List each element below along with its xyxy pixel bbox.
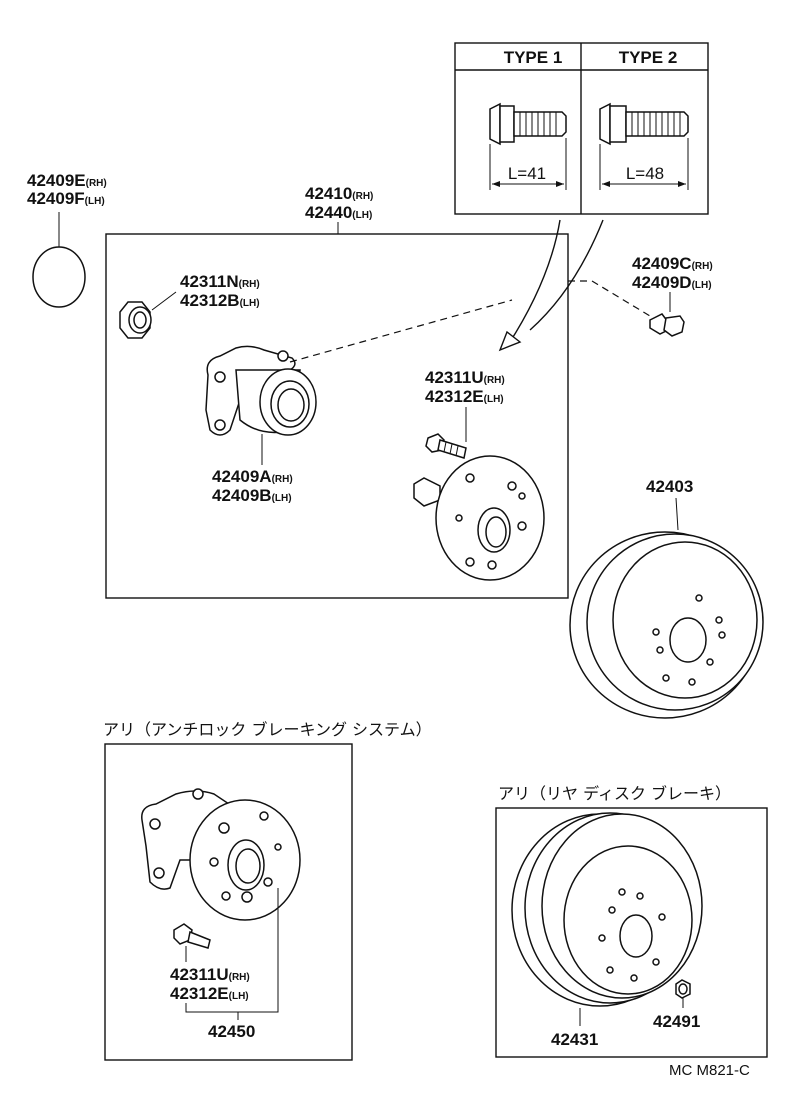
bolt-lh-number: 42409D bbox=[632, 273, 692, 292]
lh-suffix: (LH) bbox=[352, 210, 372, 221]
bolt-rh-number: 42409C bbox=[632, 254, 692, 273]
svg-text:42311U(RH): 42311U(RH) bbox=[170, 965, 250, 984]
nut-lh-number: 42312B bbox=[180, 291, 240, 310]
type2-length: L=48 bbox=[626, 164, 664, 183]
brake-disc: 42431 bbox=[511, 812, 703, 1049]
stud-type1-icon bbox=[489, 102, 567, 146]
rh-suffix: (RH) bbox=[239, 279, 260, 290]
rh-suffix: (RH) bbox=[484, 375, 505, 386]
rear-disc-box bbox=[495, 807, 768, 1058]
lh-suffix: (LH) bbox=[240, 298, 260, 309]
svg-text:42312B(LH): 42312B(LH) bbox=[180, 291, 260, 310]
disc-nut: 42491 bbox=[653, 979, 700, 1031]
bearing-rh-number: 42409A bbox=[212, 467, 272, 486]
disc-number: 42431 bbox=[551, 1030, 598, 1049]
abs-stud-rh-number: 42311U bbox=[170, 965, 229, 984]
dimension-type2: L=48 bbox=[599, 138, 689, 190]
rear-disc-note: アリ（リヤ ディスク ブレーキ） bbox=[498, 784, 731, 803]
svg-text:42312E(LH): 42312E(LH) bbox=[425, 387, 504, 406]
svg-text:42311N(RH): 42311N(RH) bbox=[180, 272, 260, 291]
svg-text:42409E(RH): 42409E(RH) bbox=[27, 171, 107, 190]
type1-title: TYPE 1 bbox=[504, 48, 563, 67]
disc-nut-number: 42491 bbox=[653, 1012, 700, 1031]
svg-text:42440(LH): 42440(LH) bbox=[305, 203, 372, 222]
svg-text:42311U(RH): 42311U(RH) bbox=[425, 368, 505, 387]
diagram-code: MC M821-C bbox=[669, 1062, 750, 1079]
nut-rh-number: 42311N bbox=[180, 272, 239, 291]
abs-hub-box bbox=[104, 743, 353, 1061]
hub-stud: 42311U(RH) 42312E(LH) bbox=[425, 368, 505, 459]
oring-lh-number: 42409F bbox=[27, 189, 85, 208]
abs-hub bbox=[141, 788, 301, 921]
o-ring: 42409E(RH) 42409F(LH) bbox=[27, 171, 107, 308]
svg-text:42410(RH): 42410(RH) bbox=[305, 184, 373, 203]
oring-rh-number: 42409E bbox=[27, 171, 86, 190]
lh-suffix: (LH) bbox=[229, 991, 249, 1002]
rh-suffix: (RH) bbox=[352, 191, 373, 202]
svg-text:42409B(LH): 42409B(LH) bbox=[212, 486, 292, 505]
rh-suffix: (RH) bbox=[692, 261, 713, 272]
lh-suffix: (LH) bbox=[692, 280, 712, 291]
rh-suffix: (RH) bbox=[86, 178, 107, 189]
rh-suffix: (RH) bbox=[229, 972, 250, 983]
abs-note: アリ（アンチロック ブレーキング システム） bbox=[103, 720, 432, 739]
bearing-lh-number: 42409B bbox=[212, 486, 272, 505]
abs-stud: 42311U(RH) 42312E(LH) 42450 bbox=[170, 888, 279, 1041]
hub-bearing: 42409A(RH) 42409B(LH) bbox=[205, 345, 317, 505]
svg-text:42409D(LH): 42409D(LH) bbox=[632, 273, 712, 292]
dimension-type1: L=41 bbox=[489, 138, 567, 190]
hub-flange bbox=[413, 455, 545, 581]
lh-suffix: (LH) bbox=[272, 493, 292, 504]
brake-drum: 42403 bbox=[569, 477, 764, 719]
hub-nut: 42311N(RH) 42312B(LH) bbox=[119, 272, 260, 339]
hub-assy-lh-number: 42440 bbox=[305, 203, 352, 222]
hub-bolt: 42409C(RH) 42409D(LH) bbox=[632, 254, 713, 337]
type1-length: L=41 bbox=[508, 164, 546, 183]
svg-text:42409A(RH): 42409A(RH) bbox=[212, 467, 293, 486]
type2-title: TYPE 2 bbox=[619, 48, 678, 67]
abs-hub-number: 42450 bbox=[208, 1022, 255, 1041]
stud-rh-number: 42311U bbox=[425, 368, 484, 387]
hub-assembly-box: 42410(RH) 42440(LH) bbox=[105, 184, 569, 599]
stud-type-inset: TYPE 1 TYPE 2 L=41 L bbox=[454, 42, 709, 352]
svg-text:42409C(RH): 42409C(RH) bbox=[632, 254, 713, 273]
svg-text:42312E(LH): 42312E(LH) bbox=[170, 984, 249, 1003]
svg-text:42409F(LH): 42409F(LH) bbox=[27, 189, 105, 208]
abs-stud-lh-number: 42312E bbox=[170, 984, 229, 1003]
rh-suffix: (RH) bbox=[272, 474, 293, 485]
drum-number: 42403 bbox=[646, 477, 693, 496]
lh-suffix: (LH) bbox=[484, 394, 504, 405]
hub-assy-rh-number: 42410 bbox=[305, 184, 352, 203]
stud-lh-number: 42312E bbox=[425, 387, 484, 406]
stud-type2-icon bbox=[599, 102, 689, 146]
lh-suffix: (LH) bbox=[85, 196, 105, 207]
